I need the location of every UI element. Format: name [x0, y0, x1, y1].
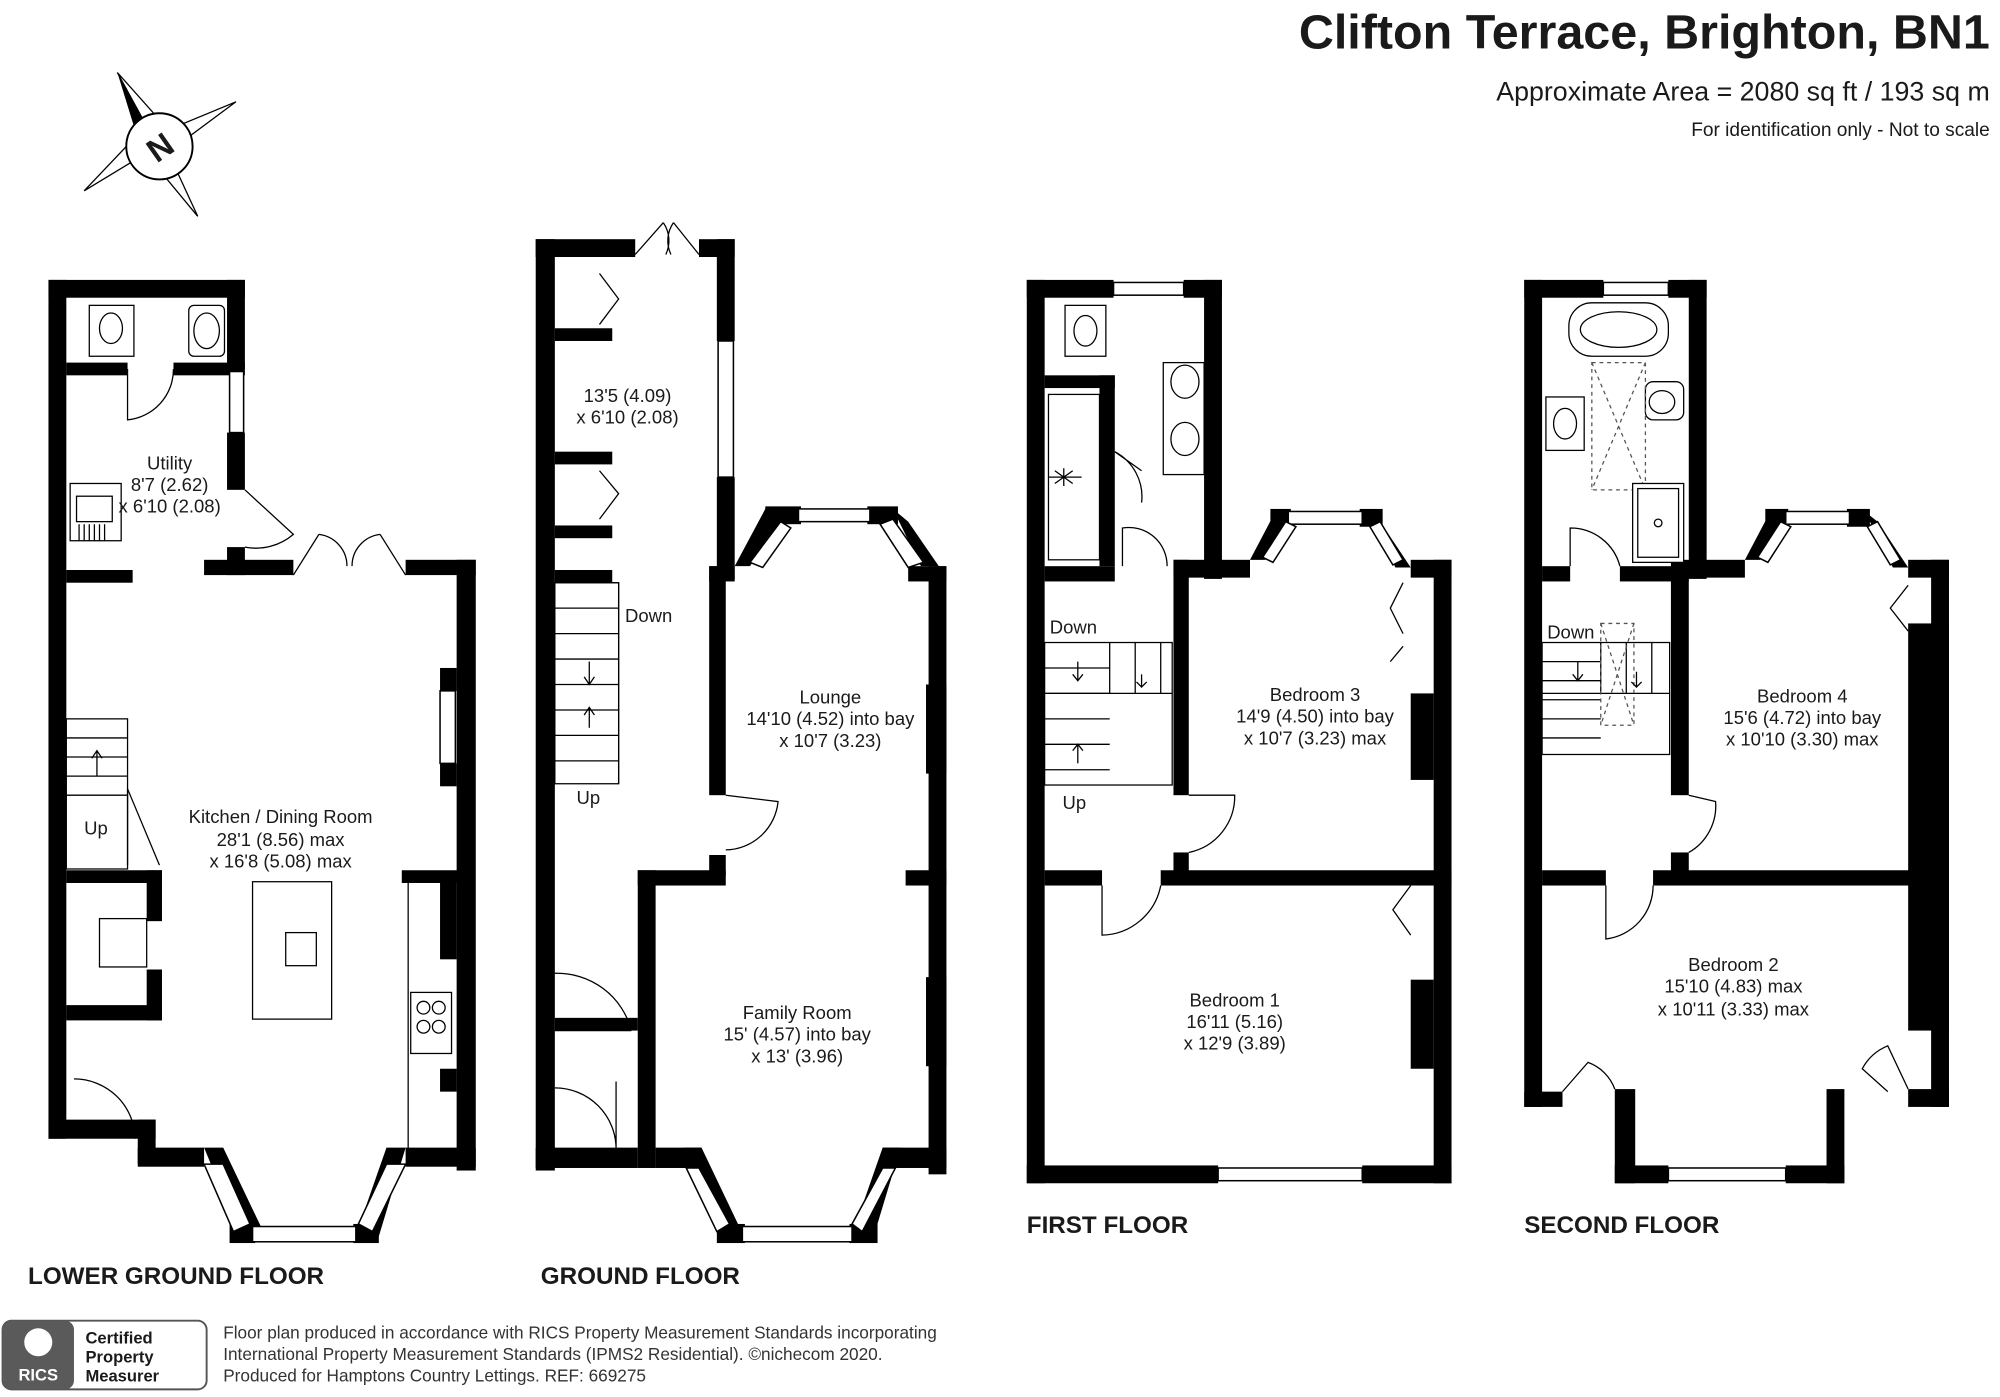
lounge-room-name: Lounge — [799, 687, 861, 708]
kitchen-room-name: Kitchen / Dining Room — [189, 806, 373, 827]
second-floor-plan — [1524, 279, 1949, 1184]
approximate-area: Approximate Area = 2080 sq ft / 193 sq m — [1496, 77, 1990, 107]
footer-line-2: International Property Measurement Stand… — [223, 1344, 882, 1364]
second-stair-down-label: Down — [1547, 622, 1594, 643]
bedroom-3-dim2: x 10'7 (3.23) max — [1244, 727, 1387, 748]
badge-property: Property — [85, 1348, 154, 1367]
rics-logo-icon — [24, 1328, 53, 1357]
bedroom-2-name: Bedroom 2 — [1688, 954, 1778, 975]
second-floor-label: SECOND FLOOR — [1524, 1212, 1719, 1239]
utility-room-dim1: 8'7 (2.62) — [131, 474, 209, 495]
first-floor-label: FIRST FLOOR — [1027, 1212, 1188, 1239]
utility-room-dim2: x 6'10 (2.08) — [119, 496, 221, 517]
compass-north-icon: N — [83, 72, 237, 217]
ground-room-dim2: x 6'10 (2.08) — [576, 407, 678, 428]
lower-ground-stair-up-label: Up — [84, 818, 108, 839]
first-stair-down-label: Down — [1050, 617, 1097, 638]
lower-ground-floor-plan — [48, 279, 476, 1244]
footer-line-1: Floor plan produced in accordance with R… — [223, 1322, 937, 1342]
identification-note: For identification only - Not to scale — [1691, 120, 1990, 141]
badge-measurer: Measurer — [85, 1367, 159, 1386]
bedroom-4-name: Bedroom 4 — [1757, 685, 1847, 706]
bedroom-3-dim1: 14'9 (4.50) into bay — [1236, 706, 1394, 727]
bedroom-2-dim2: x 10'11 (3.33) max — [1658, 998, 1810, 1019]
bedroom-1-dim2: x 12'9 (3.89) — [1184, 1033, 1286, 1054]
bedroom-1-dim1: 16'11 (5.16) — [1186, 1011, 1283, 1032]
bedroom-1-name: Bedroom 1 — [1189, 989, 1279, 1010]
first-floor-plan — [1026, 279, 1452, 1184]
ground-stair-up-label: Up — [577, 787, 601, 808]
bedroom-4-dim2: x 10'10 (3.30) max — [1726, 729, 1879, 750]
kitchen-room-dim2: x 16'8 (5.08) max — [209, 851, 352, 872]
family-room-name: Family Room — [743, 1002, 852, 1023]
rics-logo-text: RICS — [18, 1365, 58, 1384]
bedroom-3-name: Bedroom 3 — [1270, 684, 1360, 705]
rics-badge: RICS Certified Property Measurer — [1, 1319, 208, 1391]
ground-room-dim1: 13'5 (4.09) — [584, 385, 672, 406]
first-stair-up-label: Up — [1063, 792, 1087, 813]
bedroom-4-dim1: 15'6 (4.72) into bay — [1723, 707, 1881, 728]
ground-floor-label: GROUND FLOOR — [541, 1263, 740, 1290]
plan-title: Clifton Terrace, Brighton, BN1 — [1299, 5, 1990, 59]
lounge-room-dim1: 14'10 (4.52) into bay — [746, 708, 915, 729]
family-room-dim2: x 13' (3.96) — [751, 1045, 843, 1066]
bedroom-2-dim1: 15'10 (4.83) max — [1664, 975, 1803, 996]
kitchen-room-dim1: 28'1 (8.56) max — [217, 829, 346, 850]
ground-stair-down-label: Down — [625, 605, 672, 626]
lower-ground-floor-label: LOWER GROUND FLOOR — [28, 1263, 324, 1290]
footer-line-3: Produced for Hamptons Country Lettings. … — [223, 1366, 646, 1386]
ground-floor-plan — [535, 222, 947, 1244]
badge-certified: Certified — [85, 1329, 152, 1348]
lounge-room-dim2: x 10'7 (3.23) — [779, 730, 881, 751]
family-room-dim1: 15' (4.57) into bay — [723, 1024, 871, 1045]
utility-room-name: Utility — [147, 453, 193, 474]
